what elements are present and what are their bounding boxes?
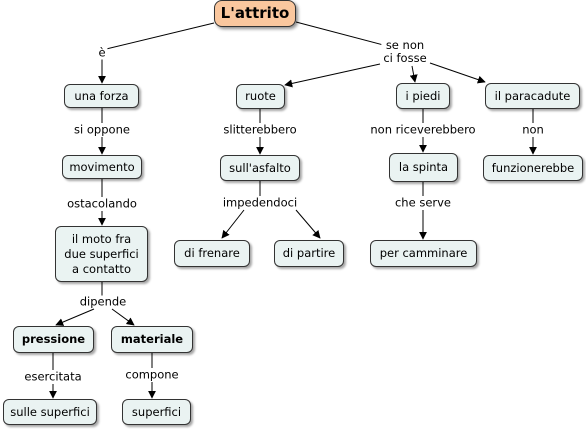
- line-root-to-e: [101, 22, 215, 51]
- line-dipende-to-materiale: [111, 308, 135, 326]
- concept-di-partire[interactable]: di partire: [274, 240, 344, 267]
- concept-per-camminare[interactable]: per camminare: [370, 240, 477, 267]
- link-label-ostacolando: ostacolando: [65, 196, 139, 211]
- line-se-non-to-ruote: [284, 63, 381, 88]
- link-label-e: è: [96, 45, 108, 60]
- concept-sulle-superfici[interactable]: sulle superfici: [3, 399, 97, 425]
- concept-ruote[interactable]: ruote: [236, 84, 285, 109]
- concept-movimento[interactable]: movimento: [62, 155, 142, 179]
- concept-di-frenare[interactable]: di frenare: [174, 240, 250, 267]
- link-label-che-serve: che serve: [392, 195, 454, 210]
- concept-materiale[interactable]: materiale: [111, 326, 193, 353]
- line-impedendoci-to-partire: [295, 209, 321, 239]
- link-label-dipende: dipende: [77, 294, 129, 309]
- line-se-non-to-piedi: [409, 65, 418, 83]
- link-label-non: non: [520, 122, 546, 137]
- line-root-to-se-non: [295, 21, 396, 49]
- concept-la-spinta[interactable]: la spinta: [389, 153, 458, 182]
- line-dipende-to-pressione: [55, 308, 95, 326]
- concept-i-piedi[interactable]: i piedi: [396, 83, 450, 109]
- concept-funzionerebbe[interactable]: funzionerebbe: [483, 155, 583, 181]
- link-label-slitterebbero: slitterebbero: [221, 122, 299, 137]
- line-impedendoci-to-frenare: [221, 209, 245, 239]
- link-label-si-oppone: si oppone: [72, 122, 132, 137]
- concept-pressione[interactable]: pressione: [13, 326, 94, 353]
- link-label-compone: compone: [123, 367, 181, 382]
- concept-superfici[interactable]: superfici: [122, 399, 191, 425]
- concept-sull-asfalto[interactable]: sull'asfalto: [220, 155, 300, 181]
- link-label-se-non-ci-fosse: se non ci fosse: [381, 38, 429, 65]
- concept-il-moto[interactable]: il moto fra due superfici a contatto: [55, 226, 148, 282]
- link-label-esercitata: esercitata: [22, 369, 84, 384]
- root-concept-attrito[interactable]: L'attrito: [214, 0, 296, 27]
- concept-il-paracadute[interactable]: il paracadute: [485, 83, 580, 109]
- link-label-non-riceverebbero: non riceverebbero: [368, 122, 478, 137]
- link-label-impedendoci: impedendoci: [220, 195, 300, 210]
- line-se-non-to-paracadute: [429, 62, 486, 84]
- concept-una-forza[interactable]: una forza: [64, 84, 139, 108]
